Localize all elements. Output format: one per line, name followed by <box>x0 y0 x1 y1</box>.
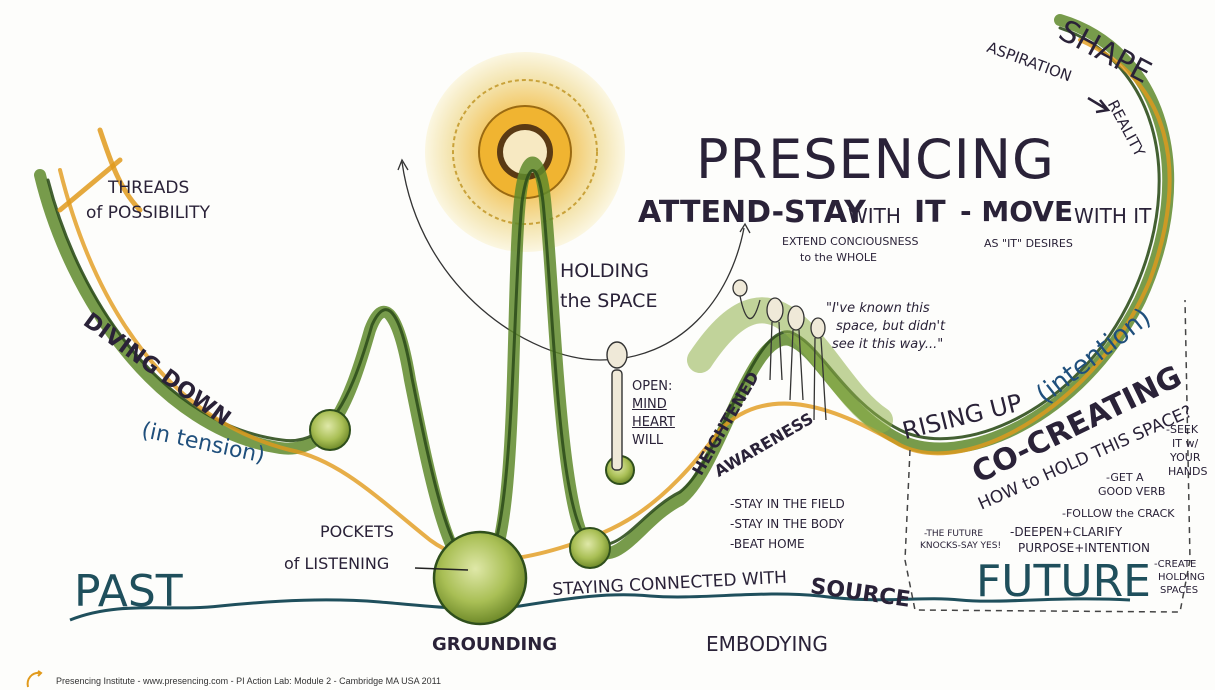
label-future: FUTURE <box>976 556 1151 607</box>
label-stay-body: -STAY IN THE BODY <box>730 517 845 531</box>
quote-line-1: "I've known this <box>826 301 930 316</box>
aspiration-arrow <box>1087 96 1111 114</box>
bubble-source <box>569 527 611 569</box>
label-as-it: AS "IT" DESIRES <box>984 237 1073 250</box>
label-open: OPEN: <box>632 379 673 394</box>
footer-credit: Presencing Institute - www.presencing.co… <box>56 676 442 686</box>
label-with-it: WITH IT <box>1074 204 1152 228</box>
label-heart: HEART <box>632 415 675 430</box>
label-grounding: GROUNDING <box>432 634 558 655</box>
quote-line-3: see it this way..." <box>832 337 944 352</box>
label-your: YOUR <box>1170 451 1201 464</box>
label-stay-field: -STAY IN THE FIELD <box>730 497 845 511</box>
label-it: IT <box>914 195 946 230</box>
label-beat-home: -BEAT HOME <box>730 537 805 551</box>
label-it-w: IT w/ <box>1172 437 1199 450</box>
label-get-a: -GET A <box>1106 471 1144 484</box>
label-of-listening: of LISTENING <box>284 554 390 573</box>
label-past: PAST <box>74 566 183 617</box>
label-holding-spaces-1: HOLDING <box>1158 572 1205 583</box>
u-curve-ribbons <box>34 14 1175 582</box>
label-good-verb: GOOD VERB <box>1098 485 1166 498</box>
pockets-pointer <box>414 567 469 571</box>
label-to-whole: to the WHOLE <box>800 251 877 264</box>
label-future-knocks-2: KNOCKS-SAY YES! <box>920 541 1002 551</box>
label-embodying: EMBODYING <box>706 632 828 656</box>
presencing-logo-icon <box>26 670 43 688</box>
bubble-grounding <box>432 530 528 626</box>
label-with: WITH <box>848 204 901 228</box>
label-attend-stay: ATTEND-STAY <box>638 195 866 230</box>
label-hands: HANDS <box>1168 465 1208 478</box>
co-creating-frame <box>904 299 1191 613</box>
label-future-knocks-1: -THE FUTURE <box>924 529 984 539</box>
label-purpose: PURPOSE+INTENTION <box>1018 541 1150 555</box>
label-holding-spaces-2: SPACES <box>1160 585 1199 596</box>
climbing-figures <box>732 279 827 421</box>
ground-wave <box>69 592 1131 622</box>
label-threads: THREADS <box>108 178 190 198</box>
title-presencing: PRESENCING <box>696 128 1055 191</box>
label-extend: EXTEND CONCIOUSNESS <box>782 235 919 248</box>
label-the-space: the SPACE <box>560 290 658 312</box>
label-mind: MIND <box>632 397 667 412</box>
label-create: -CREATE <box>1154 559 1197 570</box>
label-follow: -FOLLOW the CRACK <box>1062 507 1175 520</box>
holding-space-arc <box>401 161 745 361</box>
standing-figure <box>606 341 628 471</box>
label-will: WILL <box>632 433 664 448</box>
sun-circle <box>425 52 625 252</box>
label-pockets: POCKETS <box>320 522 394 541</box>
quote-line-2: space, but didn't <box>836 319 946 334</box>
label-of-possibility: of POSSIBILITY <box>86 203 210 223</box>
label-deepen: -DEEPEN+CLARIFY <box>1010 525 1123 539</box>
label-seek: -SEEK <box>1166 423 1199 436</box>
label-move: - MOVE <box>960 195 1074 228</box>
bubble-diving <box>309 409 351 451</box>
label-holding: HOLDING <box>560 260 649 282</box>
